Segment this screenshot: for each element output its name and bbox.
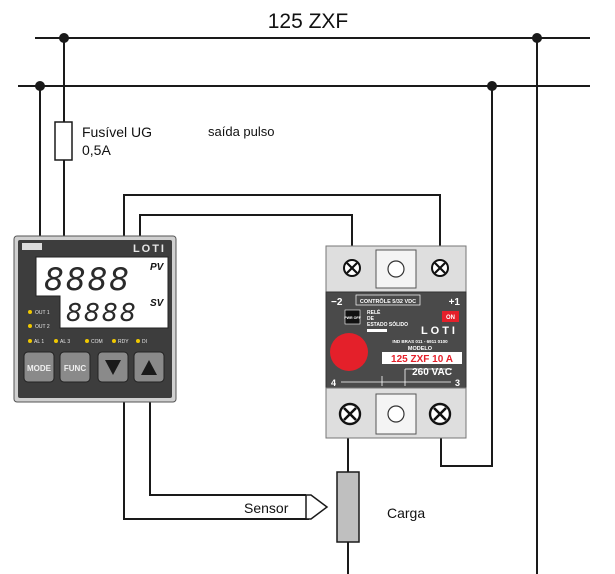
- terminal-4-label: 4: [331, 378, 336, 388]
- ssr-address-text: IND BRAS 011 - 6911 0100: [392, 339, 448, 344]
- diagram-title: 125 ZXF: [268, 10, 349, 33]
- screw-icon: [428, 402, 452, 426]
- led-out1-label: OUT 1: [35, 310, 50, 316]
- fuse-label: Fusível UG: [82, 124, 152, 140]
- ssr-type-line-3: ESTADO SÓLIDO: [367, 320, 408, 328]
- model-text: 125 ZXF 10 A: [391, 354, 453, 365]
- ssr-logo-mark: [367, 329, 387, 332]
- sensor-arrow: [305, 494, 329, 520]
- ssr-type-line-1: RELÉ: [367, 308, 381, 316]
- sensor-label: Sensor: [244, 500, 289, 516]
- temperature-controller: LOTI 8888 8888 PV 8888 8888 SV OUT 1 OUT…: [13, 235, 177, 403]
- sv-digits: 8888: [66, 298, 138, 327]
- modelo-label: MODELO: [408, 346, 433, 352]
- terminal-plus-label: +1: [449, 297, 461, 308]
- led-di-indicator: [136, 339, 140, 343]
- screw-icon: [431, 259, 449, 277]
- ssr-red-indicator: [330, 333, 368, 371]
- ssr-type-line-2: DE: [367, 316, 375, 322]
- pv-display: 8888 8888: [44, 262, 131, 298]
- led-rdy-label: RDY: [118, 339, 129, 345]
- control-voltage-text: CONTRÔLE 5/32 VDC: [360, 297, 416, 305]
- svg-text:8888: 8888: [44, 262, 131, 298]
- led-al1-indicator: [28, 339, 32, 343]
- pwr-off-text: PWR OFF: [344, 316, 361, 320]
- load-label: Carga: [387, 505, 425, 521]
- screw-icon: [343, 259, 361, 277]
- sensor-wire-inner: [149, 402, 306, 496]
- led-al3-label: AL 3: [60, 339, 70, 345]
- mode-button[interactable]: [23, 351, 55, 383]
- solid-state-relay: −2 +1 CONTRÔLE 5/32 VDC PWR OFF RELÉ DE …: [325, 245, 467, 439]
- led-out2-label: OUT 2: [35, 324, 50, 330]
- down-arrow-icon: [105, 360, 121, 375]
- ssr-brand: LOTI: [421, 325, 458, 337]
- pulse-wire-inner: [139, 214, 353, 246]
- pv-label: PV: [150, 262, 165, 273]
- controller-logo-mark: [22, 243, 42, 250]
- led-al1-label: AL 1: [34, 339, 44, 345]
- up-arrow-icon: [141, 360, 157, 375]
- screw-icon: [338, 402, 362, 426]
- led-rdy-indicator: [112, 339, 116, 343]
- led-com-indicator: [85, 339, 89, 343]
- pwr-off-block: [344, 309, 361, 325]
- led-com-label: COM: [91, 339, 103, 345]
- load-symbol: [336, 471, 360, 543]
- func-button-label: FUNC: [64, 364, 86, 373]
- sv-display: 8888 8888: [66, 298, 138, 327]
- sv-label: SV: [150, 298, 165, 309]
- controller-brand: LOTI: [133, 243, 166, 255]
- pulse-output-label: saída pulso: [208, 124, 275, 139]
- led-out1-indicator: [28, 310, 32, 314]
- pv-digits: 8888: [44, 262, 131, 298]
- voltage-text: 260 VAC: [412, 367, 452, 378]
- controller-display: [35, 256, 169, 329]
- led-al3-indicator: [54, 339, 58, 343]
- terminal-3-label: 3: [455, 378, 460, 388]
- on-indicator: [442, 311, 459, 322]
- fuse-symbol: [54, 121, 73, 161]
- led-out2-indicator: [28, 324, 32, 328]
- terminal-minus-label: −2: [331, 297, 343, 308]
- on-indicator-text: ON: [446, 315, 455, 321]
- model-banner: [382, 352, 462, 364]
- supply-lines: [18, 33, 590, 91]
- svg-text:8888: 8888: [66, 298, 138, 327]
- fuse-rating: 0,5A: [82, 142, 111, 158]
- led-di-label: DI: [142, 339, 147, 345]
- feed-wires: [39, 38, 538, 574]
- pulse-wire-outer: [123, 194, 441, 246]
- mode-button-label: MODE: [27, 364, 52, 373]
- func-button[interactable]: [59, 351, 91, 383]
- sensor-wire-outer: [123, 402, 309, 520]
